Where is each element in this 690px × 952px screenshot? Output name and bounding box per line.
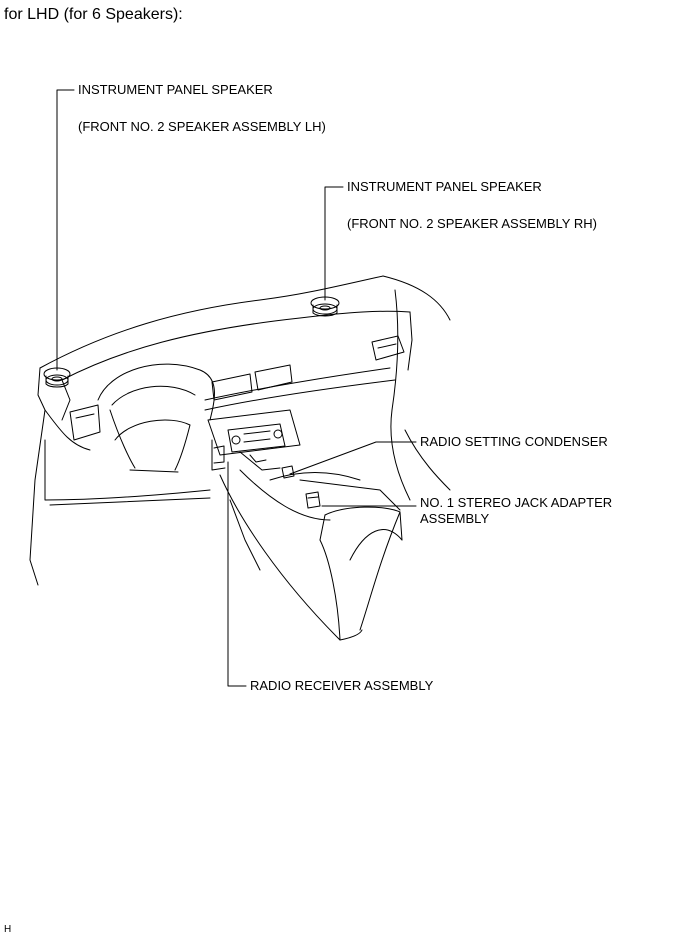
leader-lines — [56, 89, 417, 687]
label-radio-receiver: RADIO RECEIVER ASSEMBLY — [250, 678, 434, 693]
dashboard-outline — [29, 275, 451, 641]
label-radio-setting-condenser: RADIO SETTING CONDENSER — [420, 434, 608, 449]
label-stereo-jack-line2: ASSEMBLY — [420, 511, 490, 526]
speaker-rh-icon — [310, 296, 340, 317]
label-ip-speaker-rh-part: (FRONT NO. 2 SPEAKER ASSEMBLY RH) — [347, 216, 597, 231]
label-ip-speaker-lh-part: (FRONT NO. 2 SPEAKER ASSEMBLY LH) — [78, 119, 326, 134]
speaker-lh-icon — [43, 367, 71, 388]
leader-radio-receiver — [227, 461, 247, 687]
label-ip-speaker-lh-name: INSTRUMENT PANEL SPEAKER — [78, 82, 273, 97]
leader-ip-speaker-lh — [56, 89, 75, 371]
leader-ip-speaker-rh — [324, 186, 344, 301]
figure-code: H — [4, 924, 12, 935]
page-title: for LHD (for 6 Speakers): — [4, 6, 183, 23]
label-stereo-jack-line1: NO. 1 STEREO JACK ADAPTER — [420, 495, 613, 510]
leader-radio-setting-condenser — [289, 441, 417, 475]
label-ip-speaker-rh-name: INSTRUMENT PANEL SPEAKER — [347, 179, 542, 194]
